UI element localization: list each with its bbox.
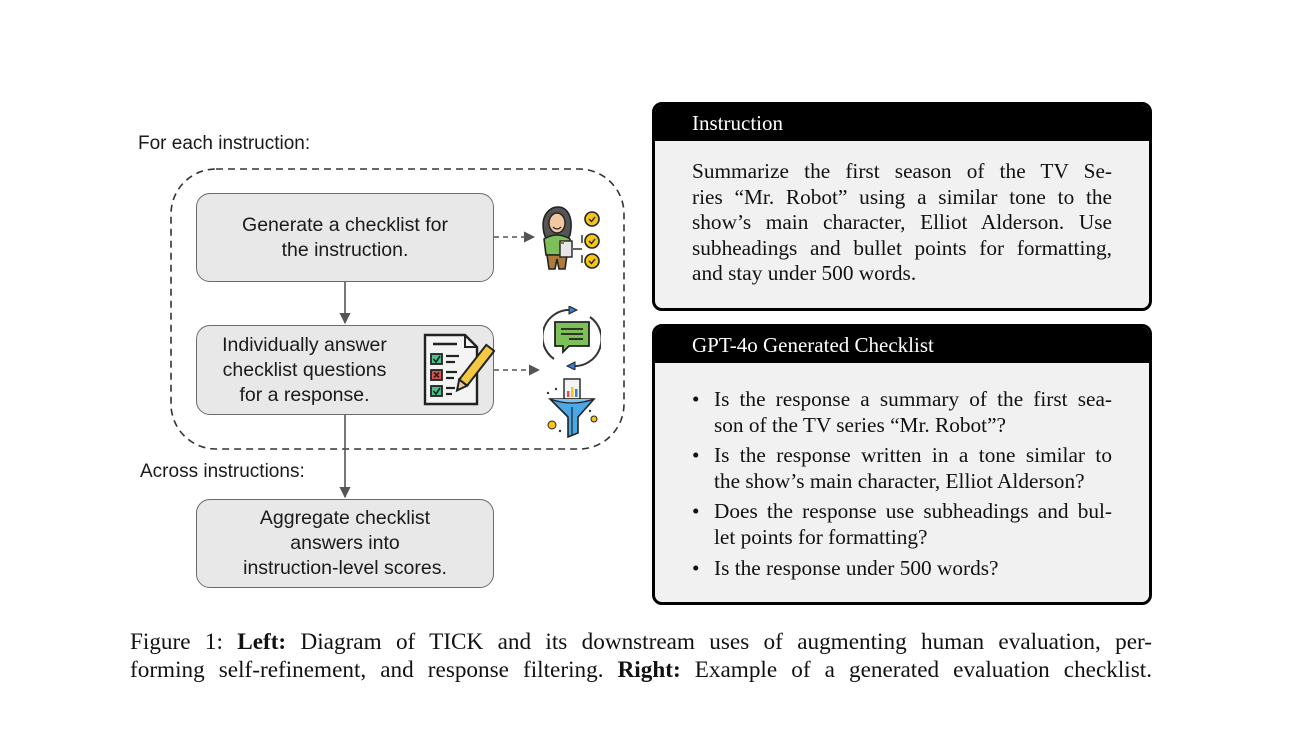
- checklist-item: • Is the response written in a tone simi…: [692, 443, 1112, 494]
- caption-line-2: forming self-refinement, and response fi…: [130, 656, 1152, 684]
- chat-refresh-cycle-icon: [543, 306, 601, 370]
- caption-left-label: Left:: [237, 629, 287, 655]
- checklist-item: • Is the response under 500 words?: [692, 556, 1112, 582]
- across-instructions-label: Across instructions:: [140, 461, 305, 482]
- instruction-line: Summarize the first season of the TV Se-: [692, 159, 1112, 183]
- checklist-item-line: Is the response written in a tone simila…: [714, 443, 1112, 468]
- checklist-item-line: son of the TV series “Mr. Robot”?: [714, 412, 1006, 437]
- instruction-line: and stay under 500 words.: [692, 261, 917, 286]
- cut-off-body-text: [130, 731, 1152, 738]
- step-text-line: answers into: [290, 532, 400, 554]
- caption-right-label: Right:: [617, 657, 681, 683]
- instruction-panel-title: Instruction: [655, 105, 1149, 141]
- checklist-item-line: Is the response a summary of the first s…: [714, 387, 1112, 411]
- step-answer-questions: Individually answer checklist questions …: [196, 325, 495, 415]
- checklist-item-line: Does the response use subheadings and bu…: [714, 499, 1112, 524]
- caption-left-text-cont: forming self-refinement, and response fi…: [130, 657, 618, 683]
- checklist-item-line: Is the response under 500 words?: [714, 555, 999, 580]
- checklist-item-line: let points for formatting?: [714, 524, 928, 549]
- figure-number: Figure 1:: [130, 629, 238, 655]
- checklist-with-pencil-icon: [423, 333, 495, 406]
- checklist-item-line: the show’s main character, Elliot Alders…: [714, 468, 1085, 493]
- checklist-items: • Is the response a summary of the first…: [655, 363, 1149, 581]
- figure-caption: Figure 1: Left: Diagram of TICK and its …: [130, 628, 1152, 684]
- bullet-icon: •: [692, 443, 700, 468]
- caption-line-1: Figure 1: Left: Diagram of TICK and its …: [130, 628, 1152, 656]
- person-with-checklist-icon: [542, 206, 600, 270]
- step-aggregate-scores: Aggregate checklist answers into instruc…: [196, 499, 494, 588]
- data-filter-funnel-icon: [546, 378, 598, 439]
- generated-checklist-panel: GPT-4o Generated Checklist • Is the resp…: [652, 324, 1152, 605]
- step-text-line: Individually answer: [222, 333, 387, 356]
- step-text-line: Generate a checklist for: [242, 213, 448, 236]
- bullet-icon: •: [692, 387, 700, 411]
- instruction-line: show’s main character, Elliot Alderson. …: [692, 210, 1112, 235]
- step-text-line: checklist questions: [222, 358, 387, 381]
- caption-right-text: Example of a generated evaluation checkl…: [680, 657, 1152, 683]
- instruction-line: ries “Mr. Robot” using a similar tone to…: [692, 184, 1112, 209]
- bullet-icon: •: [692, 555, 700, 580]
- checklist-item: • Does the response use subheadings and …: [692, 499, 1112, 550]
- caption-left-text: Diagram of TICK and its downstream uses …: [286, 629, 1152, 655]
- bullet-icon: •: [692, 499, 700, 524]
- step-text-line: for a response.: [239, 383, 370, 406]
- for-each-instruction-label: For each instruction:: [138, 133, 311, 154]
- step-text-line: Aggregate checklist: [259, 507, 431, 529]
- instruction-line: subheadings and bullet points for format…: [692, 235, 1112, 260]
- checklist-item: • Is the response a summary of the first…: [692, 387, 1112, 438]
- checklist-panel-title: GPT-4o Generated Checklist: [655, 327, 1149, 363]
- step-text-line: instruction-level scores.: [243, 557, 447, 579]
- step-generate-checklist: Generate a checklist for the instruction…: [196, 193, 494, 282]
- instruction-panel: Instruction Summarize the first season o…: [652, 102, 1152, 311]
- step-text-line: the instruction.: [281, 238, 409, 261]
- instruction-text: Summarize the first season of the TV Se-…: [655, 141, 1149, 287]
